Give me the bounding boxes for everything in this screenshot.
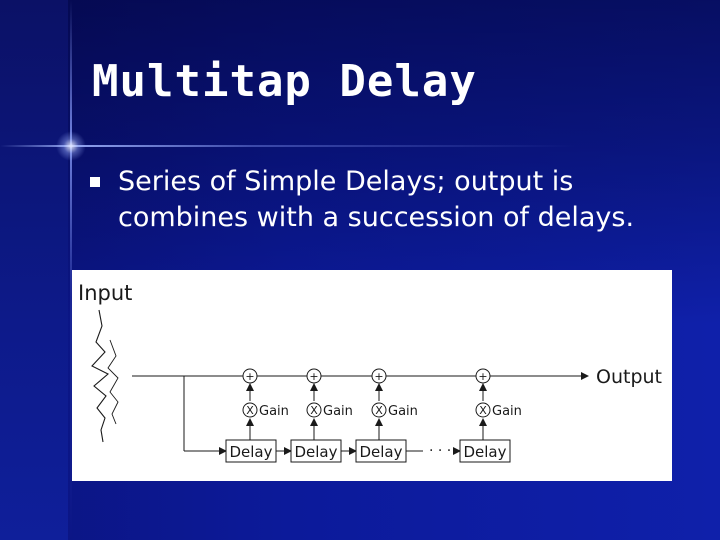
input-waveform [91, 309, 109, 443]
multiply-sign: X [375, 404, 383, 417]
delay-block [355, 439, 407, 463]
gain-label: Gain [388, 404, 418, 419]
multitap-delay-diagram: Input Output · · · + X Gain Delay [72, 270, 672, 481]
bullet-list: Series of Simple Delays; output is combi… [88, 164, 688, 236]
gain-label: Gain [323, 404, 353, 419]
input-label: Input [78, 281, 132, 305]
multiply-sign: X [479, 404, 487, 417]
sum-sign: + [478, 370, 487, 383]
tap-2: + X Gain Delay [290, 368, 353, 463]
delay-block [290, 439, 342, 463]
delay-block [225, 439, 277, 463]
delay-label: Delay [229, 443, 272, 461]
gain-label: Gain [492, 404, 522, 419]
multiply-sign: X [246, 404, 254, 417]
horizontal-accent-line [0, 145, 720, 147]
multiply-node [475, 402, 491, 418]
sum-node [475, 368, 491, 384]
tap-4: + X Gain Delay [459, 368, 522, 463]
input-waveform-echo [107, 339, 119, 425]
multiply-sign: X [310, 404, 318, 417]
bullet-text: Series of Simple Delays; output is combi… [118, 166, 635, 233]
sum-node [242, 368, 258, 384]
sum-sign: + [245, 370, 254, 383]
bullet-item: Series of Simple Delays; output is combi… [88, 164, 688, 236]
multiply-node [242, 402, 258, 418]
sparkle-icon [56, 131, 86, 161]
ellipsis: · · · [429, 443, 451, 459]
square-bullet-icon [90, 177, 100, 187]
delay-block [459, 439, 511, 463]
sum-node [371, 368, 387, 384]
gain-label: Gain [259, 404, 289, 419]
delay-label: Delay [463, 443, 506, 461]
sum-sign: + [374, 370, 383, 383]
left-accent-band [0, 0, 68, 540]
multiply-node [306, 402, 322, 418]
delay-label: Delay [359, 443, 402, 461]
sum-node [306, 368, 322, 384]
multiply-node [371, 402, 387, 418]
delay-label: Delay [294, 443, 337, 461]
tap-1: + X Gain Delay [225, 368, 289, 463]
tap-3: + X Gain Delay [355, 368, 418, 463]
slide-title: Multitap Delay [92, 56, 477, 107]
vertical-accent-line [70, 0, 72, 540]
output-label: Output [596, 366, 662, 388]
sum-sign: + [309, 370, 318, 383]
